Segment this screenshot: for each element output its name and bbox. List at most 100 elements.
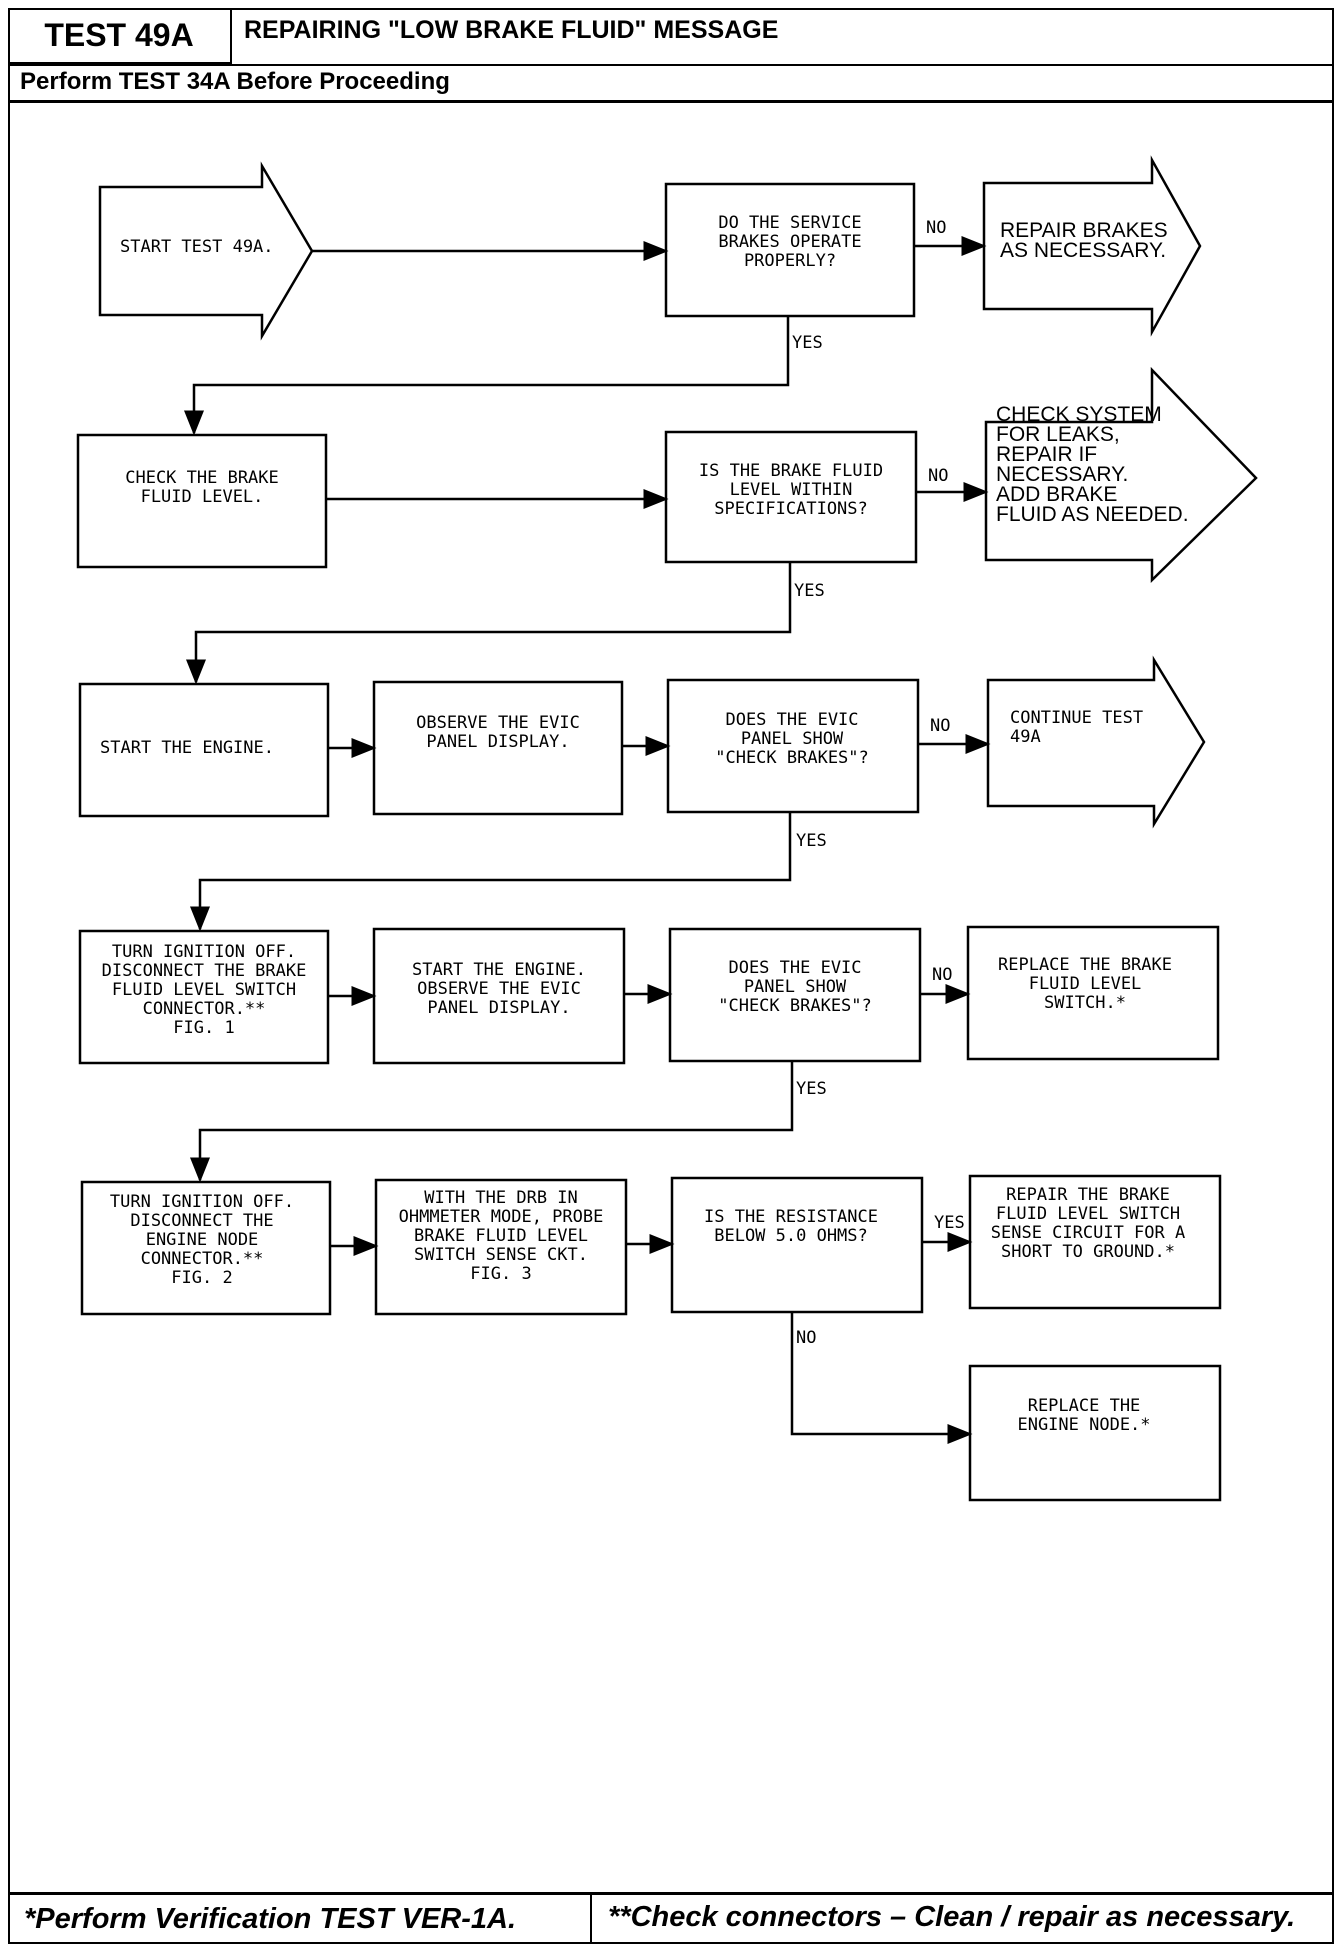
r4-line: REPLACE THE BRAKE	[998, 955, 1172, 975]
s3b-line: PANEL DISPLAY.	[426, 732, 569, 752]
s4b-line: PANEL DISPLAY.	[427, 998, 570, 1018]
footer-divider	[8, 1892, 1334, 1895]
s5b-line: OHMMETER MODE, PROBE	[399, 1207, 604, 1227]
q4-line: PANEL SHOW	[744, 977, 847, 997]
s5b-line: BRAKE FLUID LEVEL	[414, 1226, 588, 1246]
s3a-text: START THE ENGINE.	[100, 738, 274, 758]
q5-line: IS THE RESISTANCE	[704, 1207, 878, 1227]
header-divider	[8, 64, 1334, 66]
q3-line: "CHECK BRAKES"?	[715, 748, 869, 768]
r2-line: NECESSARY.	[996, 463, 1128, 486]
s5b-line: WITH THE DRB IN	[424, 1188, 578, 1208]
s4b-line: OBSERVE THE EVIC	[417, 979, 581, 999]
start-line: START TEST 49A.	[120, 237, 274, 257]
r5-line: REPAIR THE BRAKE	[1006, 1185, 1170, 1205]
prerequisite-note: Perform TEST 34A Before Proceeding	[20, 68, 450, 95]
q2-line: SPECIFICATIONS?	[714, 499, 868, 519]
label-no-2: NO	[928, 466, 948, 486]
s4a-line: TURN IGNITION OFF.	[112, 942, 296, 962]
s5a-line: CONNECTOR.**	[141, 1249, 264, 1269]
q1-line: DO THE SERVICE	[718, 213, 861, 233]
q2-line: LEVEL WITHIN	[730, 480, 853, 500]
r2-line: ADD BRAKE	[996, 483, 1117, 506]
label-no-3: NO	[930, 716, 950, 736]
footer-column-divider	[590, 1892, 592, 1944]
footer-note-connectors: **Check connectors – Clean / repair as n…	[608, 1901, 1296, 1933]
s5a-box	[80, 1180, 332, 1316]
footer-note-verification: *Perform Verification TEST VER-1A.	[24, 1903, 517, 1935]
s4a-line: FLUID LEVEL SWITCH	[112, 980, 296, 1000]
label-yes-3: YES	[796, 831, 827, 851]
r2-line: FLUID AS NEEDED.	[996, 503, 1189, 526]
r5-line: SHORT TO GROUND.*	[1001, 1242, 1175, 1262]
r6-line: REPLACE THE	[1028, 1396, 1141, 1416]
s3b-line: OBSERVE THE EVIC	[416, 713, 580, 733]
s4b-line: START THE ENGINE.	[412, 960, 586, 980]
r4-line: FLUID LEVEL	[1029, 974, 1142, 994]
q3-line: DOES THE EVIC	[725, 710, 858, 730]
header-divider-bottom	[8, 100, 1334, 103]
s5a-line: ENGINE NODE	[146, 1230, 259, 1250]
r4-line: SWITCH.*	[1044, 993, 1126, 1013]
s5b-line: FIG. 3	[470, 1264, 531, 1284]
r2-line: REPAIR IF	[996, 443, 1097, 466]
q3-line: PANEL SHOW	[741, 729, 844, 749]
r3-arrow-shape	[986, 655, 1206, 829]
s4a-line: CONNECTOR.**	[143, 999, 266, 1019]
r1-line: AS NECESSARY.	[1000, 239, 1166, 262]
label-yes-1: YES	[792, 333, 823, 353]
s4a-line: DISCONNECT THE BRAKE	[102, 961, 307, 981]
s2-line: CHECK THE BRAKE	[125, 468, 279, 488]
s3a-line: START THE ENGINE.	[100, 738, 274, 758]
label-yes-2: YES	[794, 581, 825, 601]
s5a-line: DISCONNECT THE	[130, 1211, 273, 1231]
q5-line: BELOW 5.0 OHMS?	[714, 1226, 868, 1246]
page-frame	[8, 8, 1334, 1944]
s2-box	[76, 433, 328, 569]
page-title: REPAIRING "LOW BRAKE FLUID" MESSAGE	[244, 16, 779, 44]
s5a-line: FIG. 2	[171, 1268, 232, 1288]
s5a-line: TURN IGNITION OFF.	[110, 1192, 294, 1212]
label-no-1: NO	[926, 218, 946, 238]
q1-line: BRAKES OPERATE	[718, 232, 861, 252]
r6-line: ENGINE NODE.*	[1017, 1415, 1150, 1435]
r1-arrow-shape	[982, 155, 1202, 337]
q4-line: DOES THE EVIC	[728, 958, 861, 978]
label-yes-5: YES	[934, 1213, 965, 1233]
q1-line: PROPERLY?	[744, 251, 836, 271]
r3-line: CONTINUE TEST	[1010, 708, 1143, 728]
r2-line: CHECK SYSTEM	[996, 403, 1162, 426]
s5b-line: SWITCH SENSE CKT.	[414, 1245, 588, 1265]
test-id: TEST 49A	[8, 8, 232, 64]
label-yes-4: YES	[796, 1079, 827, 1099]
r3-line: 49A	[1010, 727, 1041, 747]
r1-line: REPAIR BRAKES	[1000, 219, 1168, 242]
r5-line: SENSE CIRCUIT FOR A	[991, 1223, 1185, 1243]
label-no-4: NO	[932, 965, 952, 985]
r2-line: FOR LEAKS,	[996, 423, 1120, 446]
label-no-5: NO	[796, 1328, 816, 1348]
s4a-line: FIG. 1	[173, 1018, 234, 1038]
q4-line: "CHECK BRAKES"?	[718, 996, 872, 1016]
start-text: START TEST 49A.	[120, 237, 274, 257]
q2-line: IS THE BRAKE FLUID	[699, 461, 883, 481]
s2-line: FLUID LEVEL.	[141, 487, 264, 507]
